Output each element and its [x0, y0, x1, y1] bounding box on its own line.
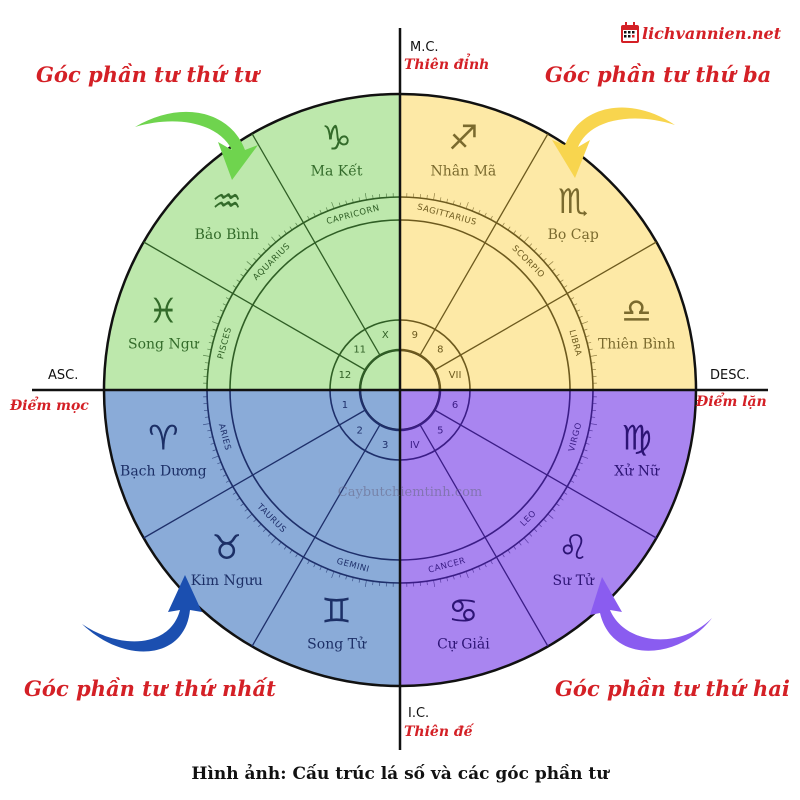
degree-ticks	[200, 190, 600, 590]
leo-icon: ♌	[558, 528, 588, 568]
sign-vi-name: Thiên Bình	[598, 337, 675, 353]
sign-virgo: ♍ Xử Nữ	[614, 418, 660, 479]
house-2-label: 2	[357, 425, 363, 436]
desc-sub-label: Điểm lặn	[696, 394, 767, 410]
house-spokes	[143, 133, 657, 647]
sign-capricorn: ♑ Ma Kết	[311, 118, 363, 179]
house-4-label: IV	[410, 440, 420, 451]
quadrant-fills	[102, 92, 698, 688]
quadrant-2-arrow-icon	[590, 577, 712, 651]
quadrant-3-fill	[400, 94, 696, 390]
sagittarius-icon: ♐	[448, 118, 478, 158]
house-6-label: 6	[452, 400, 458, 411]
ic-label: I.C.	[408, 706, 430, 721]
axis-lines	[32, 28, 768, 750]
house-8-label: 8	[437, 345, 443, 356]
site-logo[interactable]: lichvannien.net	[620, 22, 781, 44]
gemini-icon: ♊	[321, 592, 351, 632]
house-1-label: 1	[342, 400, 348, 411]
sign-vi-name: Nhân Mã	[431, 163, 497, 179]
desc-label: DESC.	[710, 368, 750, 383]
rings	[206, 196, 594, 584]
house-5-label: 5	[437, 425, 443, 436]
sign-cancer: ♋ Cự Giải	[437, 592, 490, 653]
quadrant-1-label: Góc phần tư thứ nhất	[24, 676, 276, 701]
house-3-label: 3	[382, 440, 388, 451]
aries-icon: ♈	[148, 418, 178, 458]
sign-gemini: ♊ Song Tử	[307, 592, 367, 653]
house-12-label: 12	[339, 370, 352, 381]
sign-labels: ♈ Bạch Dương ♉ Kim Ngưu ♊ Song Tử ♋ Cự Giải ♌ Sư …	[120, 118, 675, 652]
sign-vi-name: Ma Kết	[311, 162, 363, 179]
house-9-label: 9	[412, 330, 418, 341]
sign-libra: ♎ Thiên Bình	[598, 292, 675, 353]
asc-label: ASC.	[48, 368, 79, 383]
sign-vi-name: Song Tử	[307, 636, 367, 653]
capricorn-icon: ♑	[321, 118, 351, 158]
calendar-icon	[621, 22, 639, 43]
sign-vi-name: Bọ Cạp	[548, 227, 599, 243]
quadrant-2-fill	[400, 390, 696, 686]
quadrant-1-fill	[104, 390, 400, 686]
sign-vi-name: Bạch Dương	[120, 463, 207, 479]
sign-pisces: ♓ Song Ngư	[128, 292, 200, 353]
quadrant-1-arrow-icon	[82, 575, 202, 652]
house-7-label: VII	[449, 370, 462, 381]
libra-icon: ♎	[621, 292, 651, 332]
ic-sub-label: Thiên đế	[404, 724, 473, 740]
logo-text: lichvannien.net	[642, 23, 782, 43]
sign-vi-name: Cự Giải	[437, 636, 490, 653]
sign-vi-name: Xử Nữ	[614, 462, 660, 479]
house-10-label: X	[382, 330, 389, 341]
sign-vi-name: Sư Tử	[553, 572, 595, 589]
scorpio-icon: ♏	[558, 182, 588, 222]
sign-leo: ♌ Sư Tử	[553, 528, 595, 589]
sign-vi-name: Kim Ngưu	[191, 573, 263, 589]
watermark: Caybutchiemtinh.com	[338, 485, 483, 500]
mc-sub-label: Thiên đỉnh	[404, 57, 490, 73]
quadrant-2-label: Góc phần tư thứ hai	[555, 676, 790, 701]
figure-caption: Hình ảnh: Cấu trúc lá số và các góc phần…	[191, 764, 609, 784]
quadrant-4-fill	[104, 94, 400, 390]
pisces-icon: ♓	[148, 292, 178, 332]
house-11-label: 11	[353, 345, 366, 356]
taurus-icon: ♉	[212, 528, 242, 568]
asc-sub-label: Điểm mọc	[10, 398, 89, 414]
quadrant-arrows	[82, 107, 712, 652]
sign-aries: ♈ Bạch Dương	[120, 418, 207, 479]
sign-vi-name: Bảo Bình	[195, 226, 259, 243]
sign-sagittarius: ♐ Nhân Mã	[431, 118, 497, 179]
cancer-icon: ♋	[448, 592, 478, 632]
sign-taurus: ♉ Kim Ngưu	[191, 528, 263, 589]
quadrant-3-label: Góc phần tư thứ ba	[545, 62, 772, 87]
sign-vi-name: Song Ngư	[128, 337, 200, 353]
virgo-icon: ♍	[621, 418, 651, 458]
quadrant-4-arrow-icon	[135, 111, 258, 180]
sign-scorpio: ♏ Bọ Cạp	[548, 182, 599, 243]
aquarius-icon: ♒	[212, 182, 242, 222]
quadrant-4-label: Góc phần tư thứ tư	[36, 62, 259, 87]
quadrant-3-arrow-icon	[552, 107, 675, 178]
sign-aquarius: ♒ Bảo Bình	[195, 182, 259, 243]
mc-label: M.C.	[410, 40, 439, 55]
